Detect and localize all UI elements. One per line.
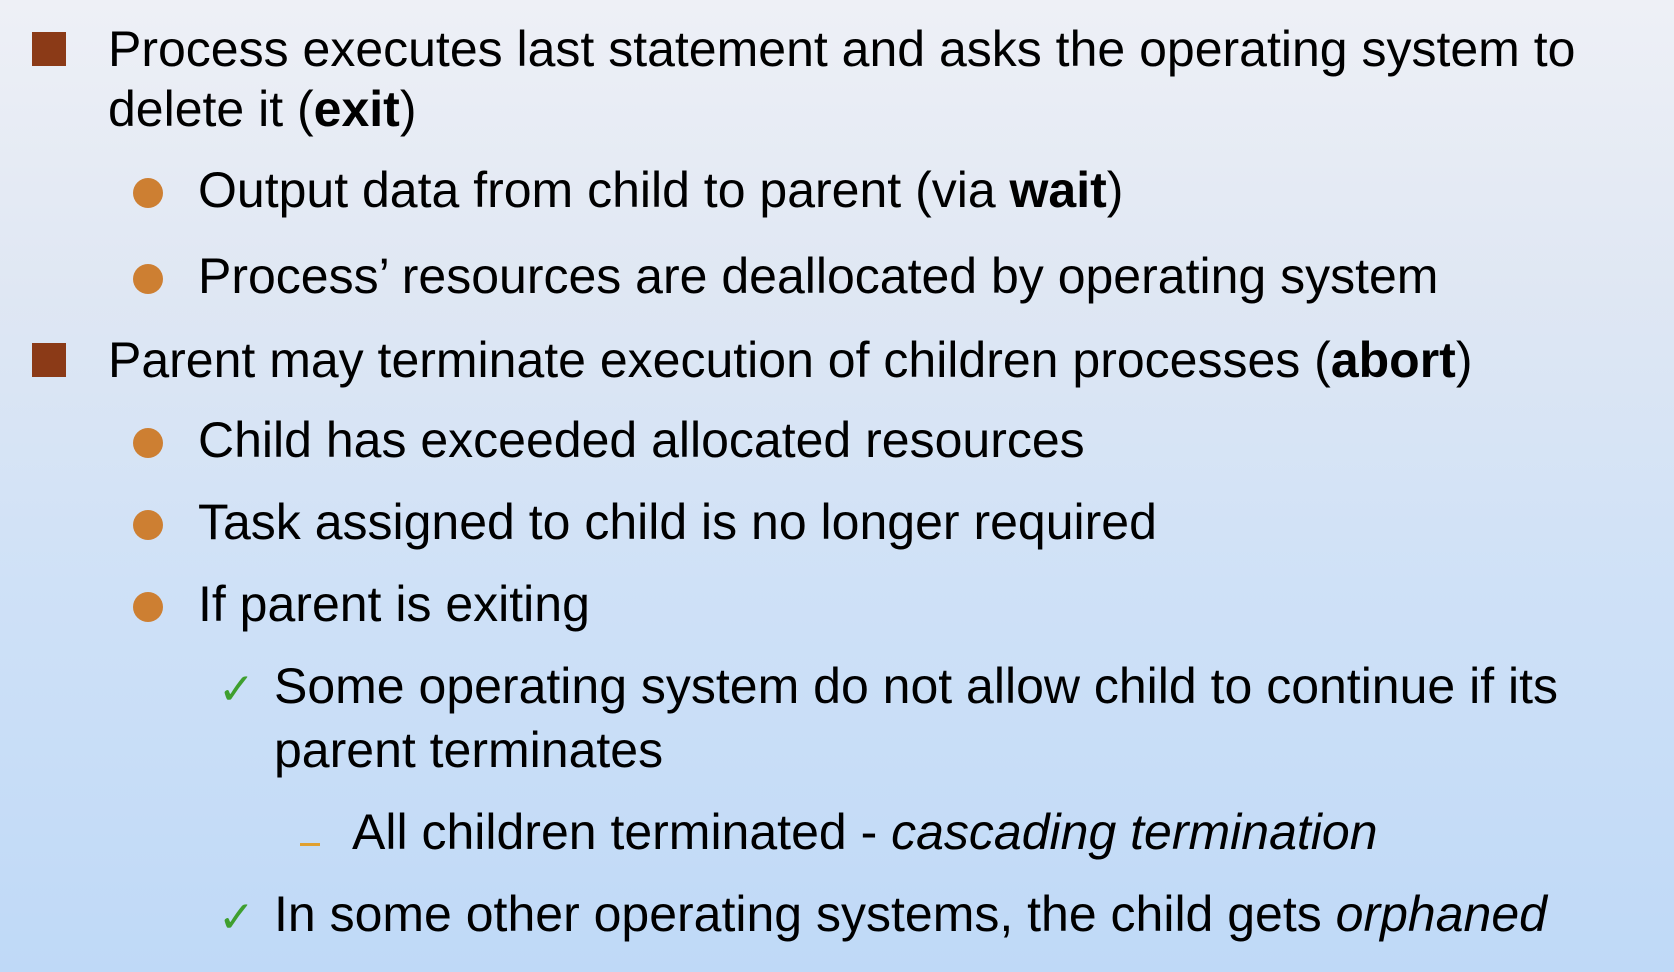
check-bullet-text: Some operating system do not allow child… bbox=[274, 658, 1559, 714]
square-bullet-icon bbox=[32, 343, 66, 377]
sub-bullet-text: Task assigned to child is no longer requ… bbox=[198, 494, 1157, 550]
sub-bullet-text: Output data from child to parent (via wa… bbox=[198, 162, 1124, 218]
dash-bullet-text: All children terminated - cascading term… bbox=[352, 804, 1378, 860]
bullet-text: Parent may terminate execution of childr… bbox=[108, 332, 1473, 388]
checkmark-icon: ✓ bbox=[218, 892, 255, 943]
keyword-abort: abort bbox=[1330, 332, 1456, 388]
check-bullet-text: In some other operating systems, the chi… bbox=[274, 886, 1547, 942]
sub-bullet-text: Child has exceeded allocated resources bbox=[198, 412, 1085, 468]
circle-bullet-icon bbox=[133, 264, 163, 294]
bullet-text: Process executes last statement and asks… bbox=[108, 21, 1576, 77]
circle-bullet-icon bbox=[133, 592, 163, 622]
sub-bullet-text: Process’ resources are deallocated by op… bbox=[198, 248, 1439, 304]
circle-bullet-icon bbox=[133, 178, 163, 208]
bullet-text-continued: delete it (exit) bbox=[108, 81, 417, 137]
keyword-wait: wait bbox=[1009, 162, 1107, 218]
circle-bullet-icon bbox=[133, 428, 163, 458]
checkmark-icon: ✓ bbox=[218, 664, 255, 715]
term-cascading-termination: cascading termination bbox=[891, 804, 1378, 860]
sub-bullet-text: If parent is exiting bbox=[198, 576, 590, 632]
term-orphaned: orphaned bbox=[1335, 886, 1547, 942]
square-bullet-icon bbox=[32, 32, 66, 66]
check-bullet-text-continued: parent terminates bbox=[274, 722, 664, 778]
keyword-exit: exit bbox=[313, 81, 400, 137]
circle-bullet-icon bbox=[133, 510, 163, 540]
dash-bullet-icon bbox=[300, 843, 320, 846]
